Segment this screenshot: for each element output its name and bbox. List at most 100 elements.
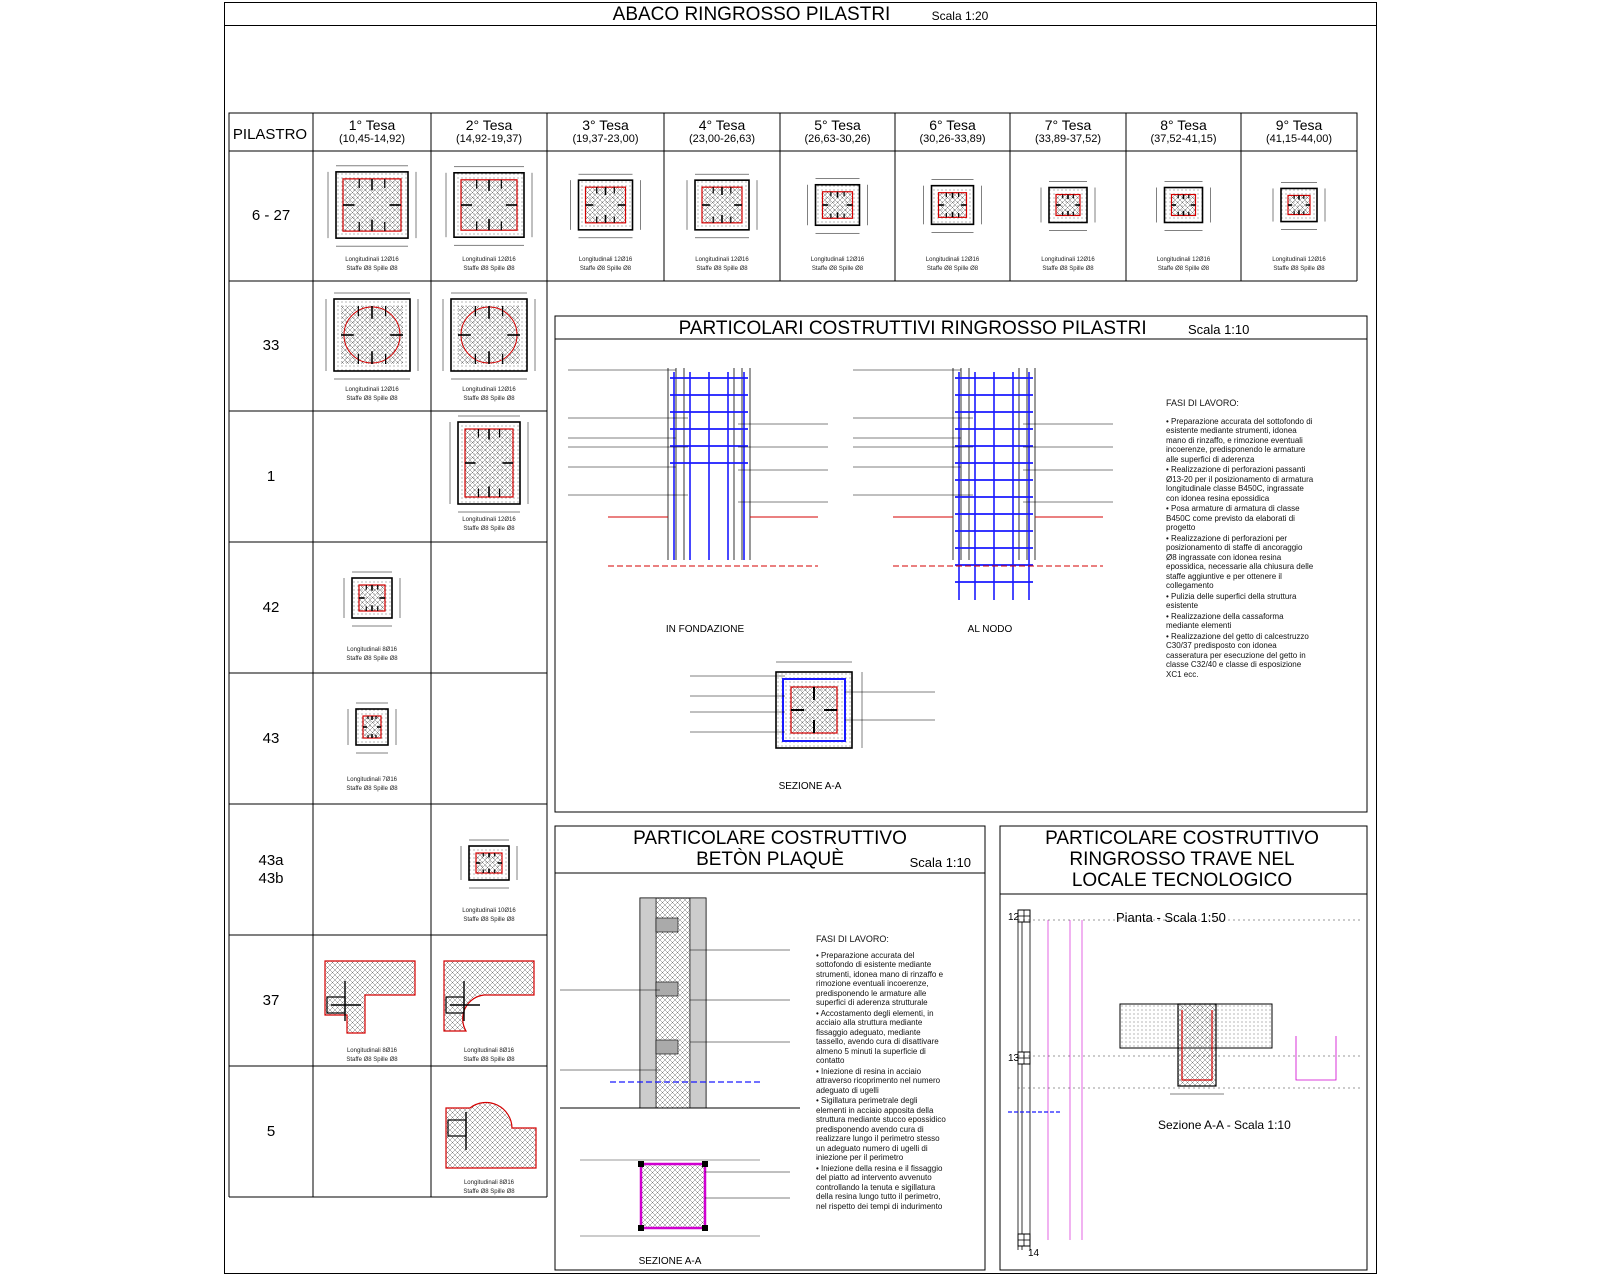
rebar-note: Longitudinali 12Ø16 [1041, 257, 1095, 263]
stirrup-note: Staffe Ø8 Spille Ø8 [463, 1189, 515, 1195]
phase-item: • Sigillatura perimetrale degli elementi… [816, 1096, 946, 1162]
beton-elevation [560, 897, 800, 1109]
beton-frame [554, 825, 986, 1271]
beton-plate-left [639, 897, 657, 1109]
tesa-range: (41,15-44,00) [1265, 133, 1333, 145]
phase-item: • Posa armature di armatura di classe B4… [1166, 504, 1300, 532]
rebar-note: Longitudinali 12Ø16 [462, 387, 516, 393]
column-section [460, 839, 518, 889]
tesa-header-2: 2° Tesa(14,92-19,37) [431, 117, 547, 146]
tesa-label: 6° Tesa [929, 117, 976, 133]
beton-title-line2: BETÒN PLAQUÈ [696, 849, 844, 870]
beton-section-core [640, 1163, 706, 1229]
pilastro-row-label: 5 [266, 1122, 276, 1140]
trave-mark-14: 14 [1028, 1248, 1040, 1259]
stirrup-note: Staffe Ø8 Spille Ø8 [346, 656, 398, 662]
beton-label-sezione: SEZIONE A-A [638, 1256, 702, 1267]
rebar-note: Longitudinali 12Ø16 [695, 257, 749, 263]
trave-title-line1: PARTICOLARE COSTRUTTIVO [1045, 828, 1319, 849]
corner-angle [702, 1161, 708, 1167]
tesa-header-8: 8° Tesa(37,52-41,15) [1126, 117, 1241, 146]
stirrup-note: Staffe Ø8 Spille Ø8 [1042, 266, 1094, 272]
rebar-note: Longitudinali 7Ø16 [346, 777, 398, 783]
beton-title: PARTICOLARE COSTRUTTIVO BETÒN PLAQUÈ Sca… [555, 828, 985, 870]
drawing-sheet [224, 2, 1377, 1274]
tesa-range: (37,52-41,15) [1150, 133, 1217, 145]
beton-plate-right [689, 897, 707, 1109]
column-section [807, 178, 868, 234]
tesa-label: 1° Tesa [348, 117, 396, 133]
particolari-phases: FASI DI LAVORO: • Preparazione accurata … [1166, 398, 1314, 680]
tesa-header-3: 3° Tesa(19,37-23,00) [547, 117, 664, 146]
beton-phases: FASI DI LAVORO: • Preparazione accurata … [816, 934, 948, 1212]
pilastro-header: PILASTRO [232, 126, 308, 143]
beton-phase-list: • Preparazione accurata del sottofondo d… [816, 951, 948, 1212]
anchor-plate [655, 981, 679, 997]
rebar-note: Longitudinali 12Ø16 [578, 257, 633, 263]
section-outer [775, 671, 853, 749]
stirrup-note: Staffe Ø8 Spille Ø8 [463, 1057, 515, 1063]
rebar-note: Longitudinali 12Ø16 [462, 517, 516, 523]
tesa-header-5: 5° Tesa(26,63-30,26) [780, 117, 895, 146]
l-shape-outline [324, 960, 416, 1034]
tesa-header-4: 4° Tesa(23,00-26,63) [664, 117, 780, 146]
stirrup-note: Staffe Ø8 Spille Ø8 [346, 396, 398, 402]
trave-mark-12: 12 [1008, 912, 1020, 923]
sezione-aa-detail [690, 661, 935, 749]
pilastro-row-label: 43 [262, 729, 280, 747]
rebar-note: Longitudinali 12Ø16 [925, 257, 980, 263]
phase-item: • Preparazione accurata del sottofondo d… [816, 950, 944, 1008]
column-section [445, 166, 533, 246]
stirrup-note: Staffe Ø8 Spille Ø8 [1273, 266, 1325, 272]
rebar-note: Longitudinali 12Ø16 [345, 257, 399, 263]
section-stirrup [782, 678, 846, 742]
tesa-range: (14,92-19,37) [455, 133, 523, 145]
beton-section [580, 1159, 790, 1237]
pilastro-row-label: 43a 43b [258, 851, 284, 887]
column-section [923, 179, 982, 233]
tesa-label: 8° Tesa [1160, 117, 1207, 133]
phase-item: • Iniezione di resina in acciaio attrave… [816, 1066, 941, 1095]
anchor-plate [655, 917, 679, 933]
stirrup-note: Staffe Ø8 Spille Ø8 [346, 786, 398, 792]
main-title-text: ABACO RINGROSSO PILASTRI [612, 4, 891, 25]
l-shaped-column [324, 960, 416, 1034]
phase-item: • Preparazione accurata del sottofondo d… [1166, 416, 1313, 464]
beam-stirrup [1181, 1010, 1213, 1081]
phase-item: • Realizzazione di perforazioni per posi… [1166, 533, 1314, 591]
rebar-note: Longitudinali 10Ø16 [462, 908, 516, 914]
beton-title-line1: PARTICOLARE COSTRUTTIVO [633, 828, 907, 849]
column-section [686, 173, 758, 239]
beton-core [655, 897, 691, 1109]
tesa-label: 7° Tesa [1044, 117, 1092, 133]
trave-section [1018, 919, 1360, 1095]
particolari-phase-list: • Preparazione accurata del sottofondo d… [1166, 417, 1314, 680]
column-section [1272, 182, 1326, 230]
phase-item: • Accostamento degli elementi, in acciai… [816, 1008, 939, 1066]
l-shape-outline [443, 960, 535, 1032]
phase-item: • Iniezione della resina e il fissaggio … [816, 1163, 943, 1211]
trave-frame [999, 825, 1368, 1271]
stirrup-note: Staffe Ø8 Spille Ø8 [463, 526, 515, 532]
pilastro-row-label: 33 [262, 337, 280, 354]
pilastro-row-label: 37 [262, 991, 280, 1009]
column-section [343, 571, 401, 627]
column-5-outline [445, 1101, 537, 1169]
column-section [347, 702, 397, 754]
pilastro-row-label: 6 - 27 [251, 207, 291, 224]
rebar-note: Longitudinali 8Ø16 [346, 1048, 398, 1054]
stirrup-detail [1295, 1036, 1337, 1081]
beton-section-plates [639, 1162, 707, 1230]
rebar-note: Longitudinali 8Ø16 [463, 1180, 515, 1186]
l-shaped-column [443, 960, 535, 1032]
